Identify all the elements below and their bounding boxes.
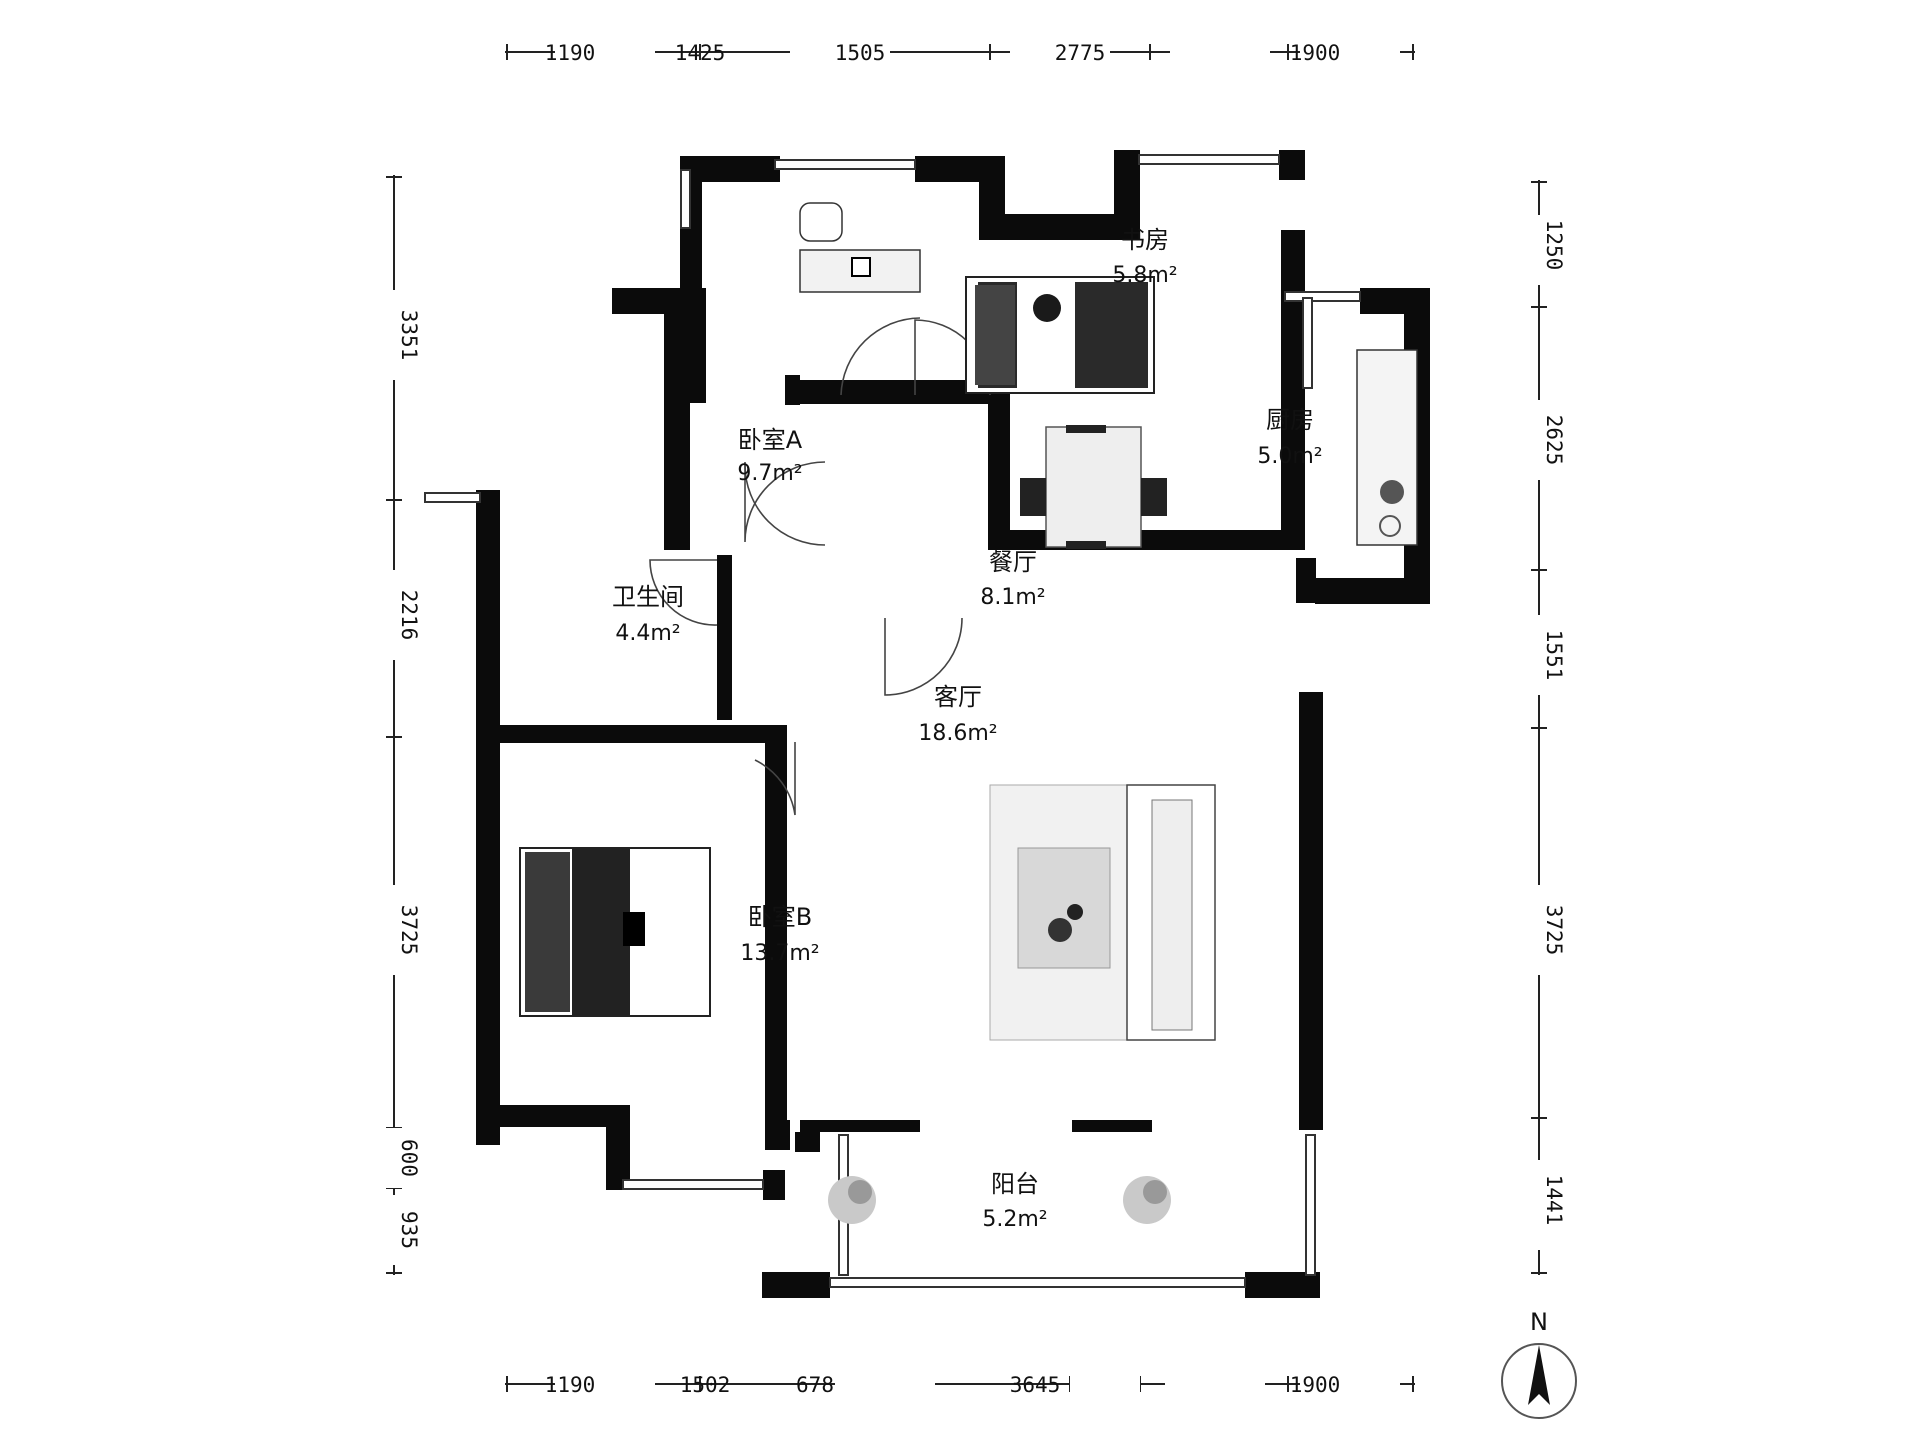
- room-area-bathroom: 4.4m²: [615, 621, 680, 646]
- dim-bottom-3: 678: [796, 1373, 834, 1397]
- room-label-dining: 餐厅: [989, 548, 1037, 576]
- dim-bottom-2: 1502: [680, 1373, 731, 1397]
- room-label-bathroom: 卫生间: [612, 583, 684, 611]
- room-area-bedroom-a: 9.7m²: [737, 461, 802, 486]
- room-label-bedroom-b: 卧室B: [748, 903, 812, 931]
- walls: [476, 150, 1430, 1298]
- dim-left-3: 3725: [397, 905, 421, 956]
- dining-table: [1020, 425, 1167, 549]
- bottom-dimension-line: [505, 1370, 1415, 1398]
- dim-top-4: 2775: [1055, 41, 1106, 65]
- room-area-balcony: 5.2m²: [982, 1207, 1047, 1232]
- plants: [828, 1176, 1171, 1224]
- room-area-kitchen: 5.0m²: [1257, 444, 1322, 469]
- room-area-bedroom-b: 13.7m²: [740, 941, 819, 966]
- dim-top-5: 1900: [1290, 41, 1341, 65]
- dim-right-4: 3725: [1542, 905, 1566, 956]
- mirrored-plan: [380, 38, 1577, 1419]
- dim-left-1: 3351: [397, 310, 421, 361]
- compass-label: N: [1530, 1308, 1548, 1336]
- doors: [649, 317, 991, 816]
- left-dimension-line: [380, 175, 408, 1275]
- dim-bottom-1: 1190: [545, 1373, 596, 1397]
- room-label-bedroom-a: 卧室A: [738, 426, 803, 454]
- room-label-living: 客厅: [934, 683, 982, 711]
- dim-right-5: 1441: [1542, 1175, 1566, 1226]
- dim-top-1: 1190: [545, 41, 596, 65]
- stove: [1356, 349, 1418, 546]
- right-dimension-line: [1525, 180, 1553, 1275]
- top-dimension-line: [505, 38, 1415, 66]
- bed-a: [965, 276, 1155, 394]
- labels: 1190 1425 1505 2775 1900 1190 1502 678 3…: [397, 41, 1566, 1397]
- dim-left-4: 600: [397, 1139, 421, 1177]
- compass: [1501, 1343, 1577, 1419]
- dim-bottom-5: 1900: [1290, 1373, 1341, 1397]
- dim-bottom-4: 3645: [1010, 1373, 1061, 1397]
- room-area-study: 5.8m²: [1112, 263, 1177, 288]
- dim-right-2: 2625: [1542, 415, 1566, 466]
- dim-right-1: 1250: [1542, 220, 1566, 271]
- dim-left-5: 935: [397, 1211, 421, 1249]
- room-area-living: 18.6m²: [918, 721, 997, 746]
- room-area-dining: 8.1m²: [980, 585, 1045, 610]
- room-label-balcony: 阳台: [991, 1170, 1039, 1198]
- desk: [799, 202, 921, 293]
- sofa: [1126, 784, 1216, 1041]
- dim-top-2: 1425: [675, 41, 726, 65]
- room-label-study: 书房: [1121, 226, 1169, 254]
- dim-left-2: 2216: [397, 590, 421, 641]
- dim-right-3: 1551: [1542, 630, 1566, 681]
- room-label-kitchen: 厨房: [1266, 406, 1314, 434]
- dim-top-3: 1505: [835, 41, 886, 65]
- bed-b: [519, 847, 711, 1017]
